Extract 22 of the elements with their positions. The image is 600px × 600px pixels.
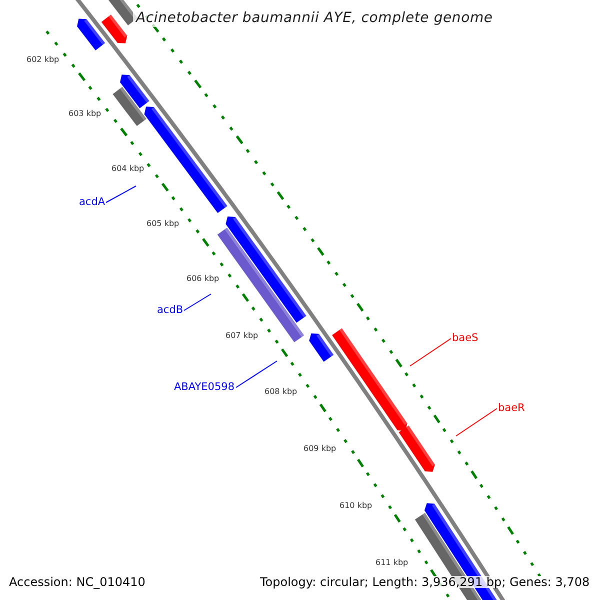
gene-label: ABAYE0598 xyxy=(174,382,235,392)
leader-line xyxy=(236,360,278,388)
gene-label: acdA xyxy=(79,196,106,207)
leader-line xyxy=(410,338,452,366)
tick-label: 605 kbp xyxy=(146,220,180,228)
accession-text: Accession: NC_010410 xyxy=(9,576,146,588)
tick-label: 610 kbp xyxy=(340,502,372,510)
tick-label: 602 kbp xyxy=(26,56,60,64)
tick-label: 603 kbp xyxy=(68,110,102,118)
genome-summary: Topology: circular; Length: 3,936,291 bp; Genes: 3,708 xyxy=(260,576,590,588)
tick-label: 608 kbp xyxy=(264,388,298,396)
tick-label: 607 kbp xyxy=(226,332,258,340)
tick-label: 611 kbp xyxy=(376,559,408,567)
gene-label: baeS xyxy=(452,332,478,343)
tick-label: 609 kbp xyxy=(304,445,336,453)
tick-label: 606 kbp xyxy=(186,275,220,283)
leader-line xyxy=(106,186,136,203)
tick-label: 604 kbp xyxy=(112,165,144,173)
gene-label: acdB xyxy=(157,304,184,315)
leader-line xyxy=(456,408,498,436)
leader-line xyxy=(184,294,212,311)
gene-label: baeR xyxy=(498,402,525,413)
